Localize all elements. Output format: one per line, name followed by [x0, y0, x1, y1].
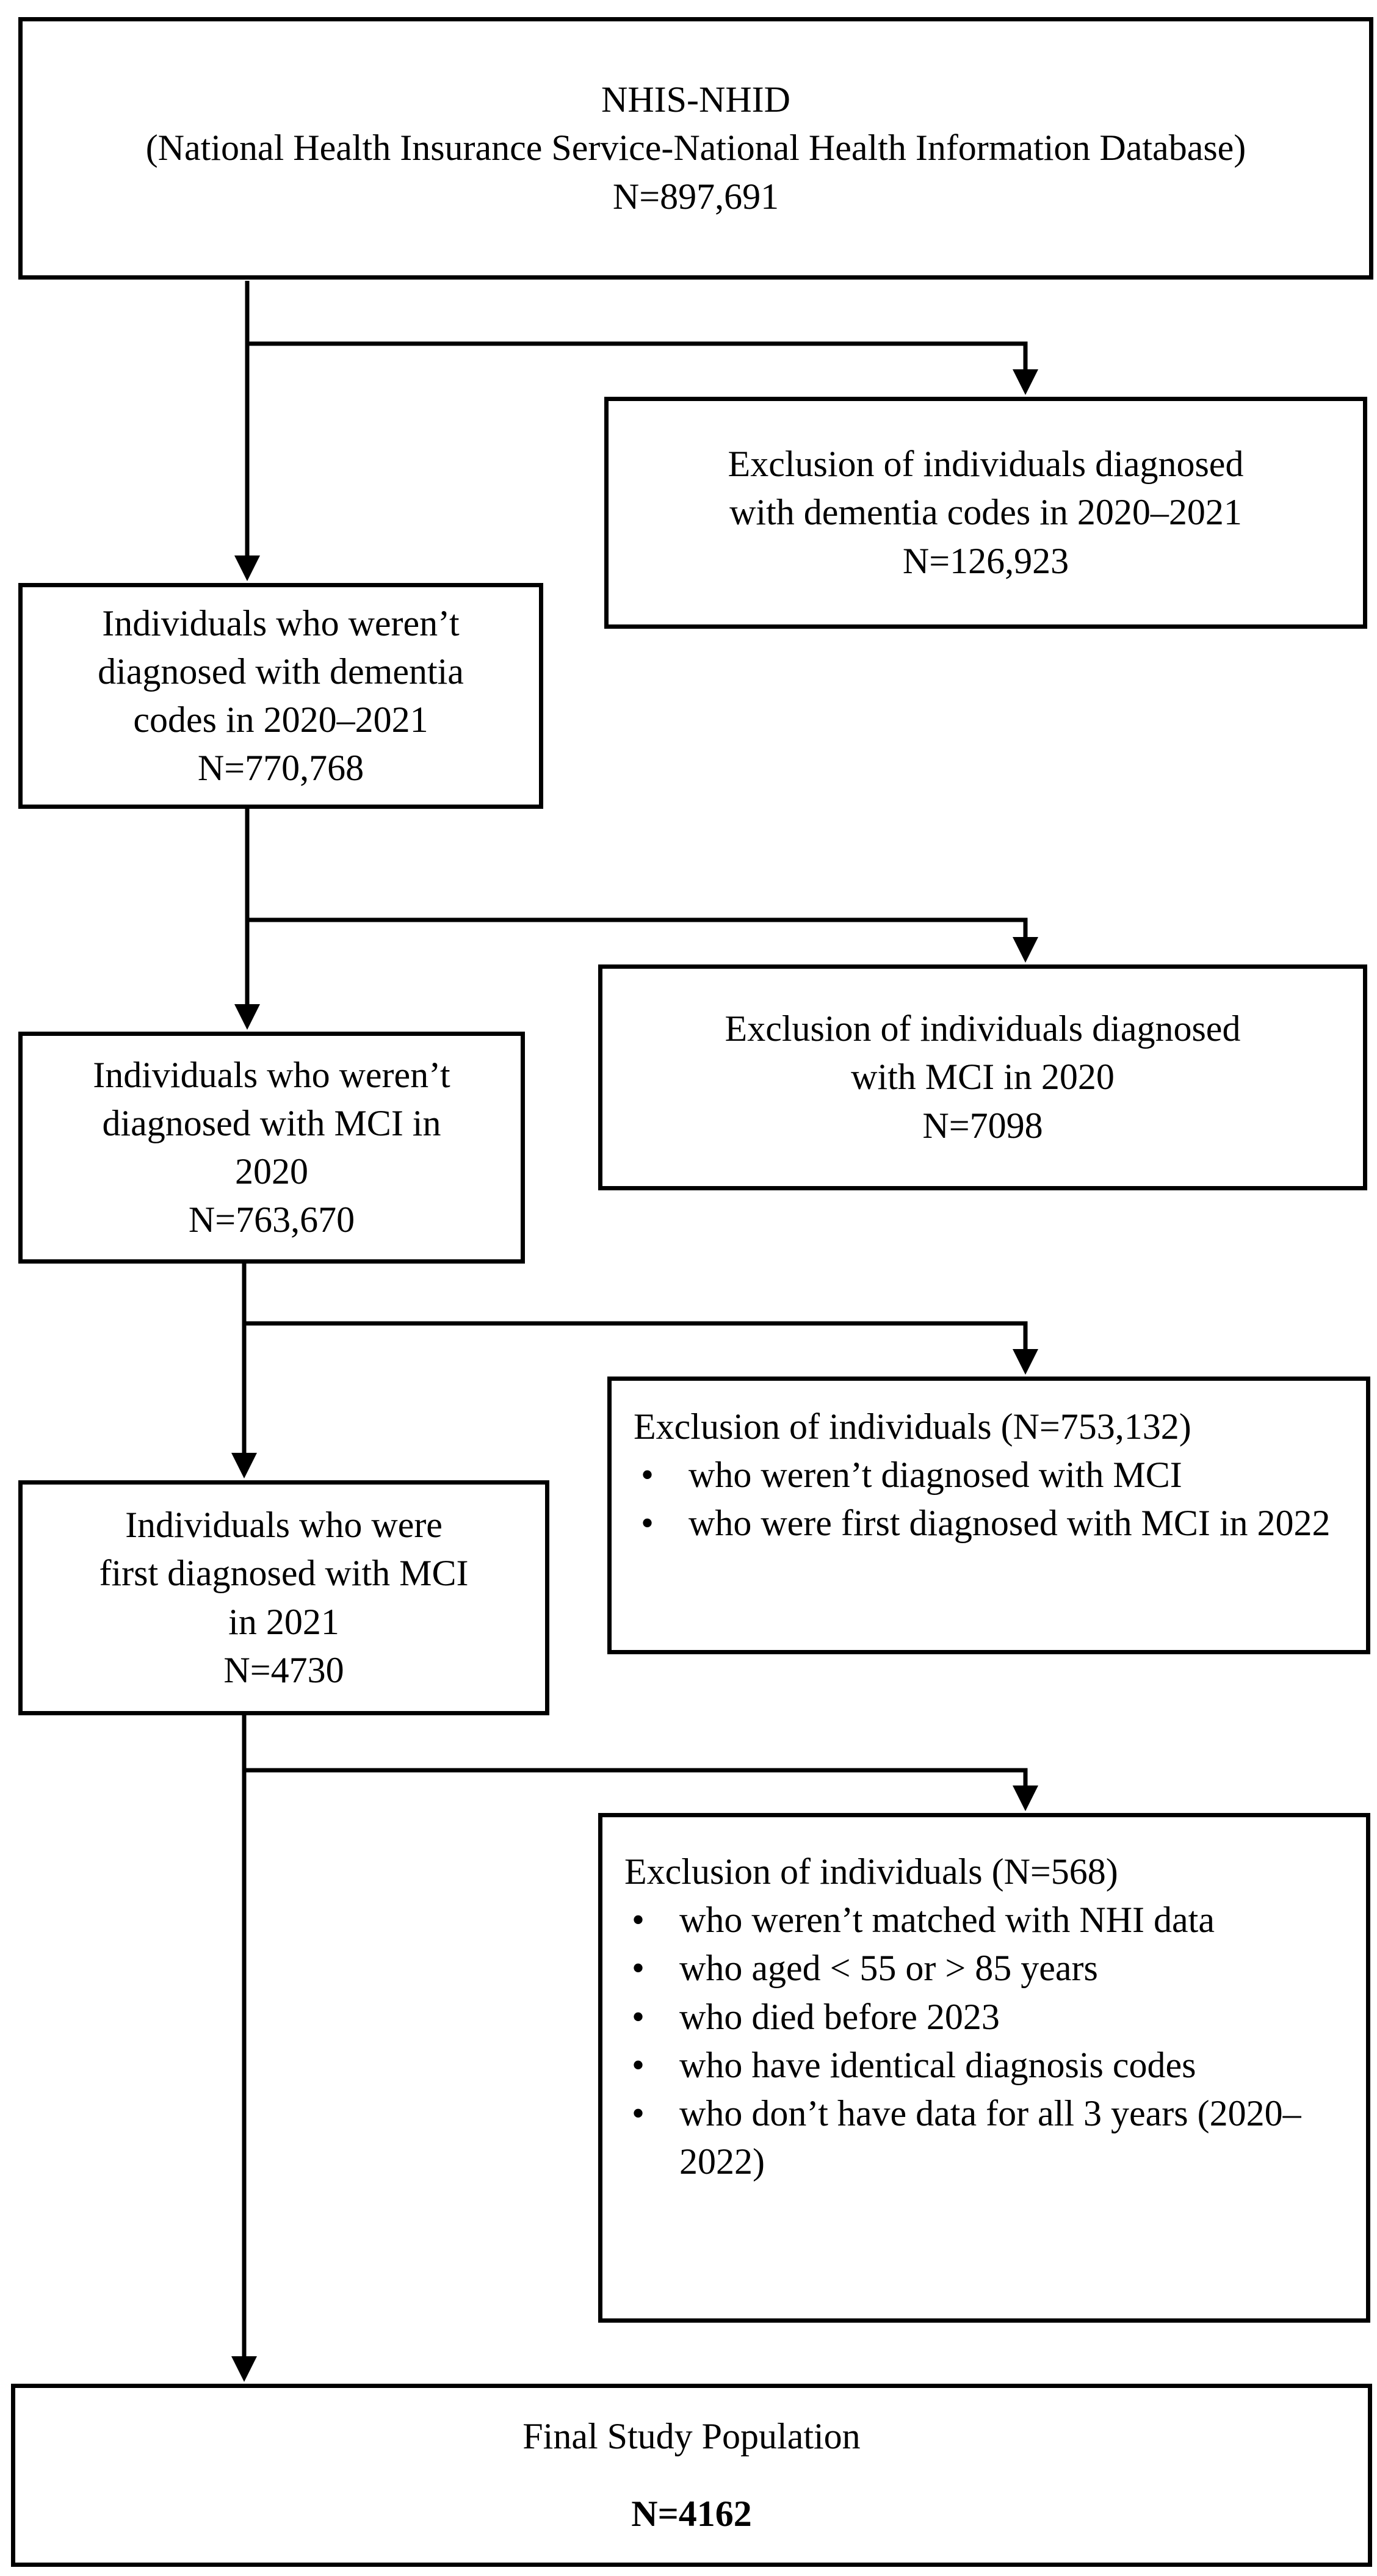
exclusion-box-mci-2020: Exclusion of individuals diagnosed with …	[598, 964, 1367, 1190]
step-line: Individuals who were	[125, 1505, 443, 1546]
step-box-no-dementia: Individuals who weren’t diagnosed with d…	[18, 583, 543, 809]
exclusion-bullet-item: who died before 2023	[624, 1993, 1344, 2041]
exclusion-line: Exclusion of individuals diagnosed	[725, 1008, 1241, 1049]
exclusion-bullet-list: who weren’t matched with NHI data who ag…	[624, 1896, 1344, 2186]
step-line: diagnosed with MCI in	[102, 1102, 441, 1143]
step-count: N=770,768	[197, 748, 364, 789]
step-box-no-mci-2020: Individuals who weren’t diagnosed with M…	[18, 1032, 525, 1264]
exclusion-heading: Exclusion of individuals (N=753,132)	[634, 1406, 1191, 1447]
source-subtitle: (National Health Insurance Service-Natio…	[145, 128, 1246, 168]
step-line: first diagnosed with MCI	[99, 1553, 469, 1594]
exclusion-box-final-criteria: Exclusion of individuals (N=568) who wer…	[598, 1813, 1370, 2323]
step-line: Individuals who weren’t	[102, 602, 460, 643]
source-database-box: NHIS-NHID (National Health Insurance Ser…	[18, 17, 1373, 280]
exclusion-bullet-item: who were first diagnosed with MCI in 202…	[634, 1499, 1344, 1547]
exclusion-bullet-item: who aged < 55 or > 85 years	[624, 1944, 1344, 1992]
step-line: diagnosed with dementia	[98, 651, 464, 692]
branch-arrow-4	[244, 1768, 1038, 1811]
exclusion-bullet-item: who have identical diagnosis codes	[624, 2041, 1344, 2089]
step-line: codes in 2020–2021	[133, 700, 428, 740]
exclusion-line: with dementia codes in 2020–2021	[729, 492, 1242, 533]
exclusion-bullet-item: who weren’t diagnosed with MCI	[634, 1451, 1344, 1499]
branch-arrow-2	[247, 917, 1038, 963]
step-line: Individuals who weren’t	[93, 1054, 450, 1095]
final-population-box: Final Study Population N=4162	[11, 2384, 1372, 2567]
exclusion-count: N=7098	[922, 1105, 1043, 1146]
step-count: N=4730	[223, 1649, 344, 1690]
exclusion-bullet-list: who weren’t diagnosed with MCI who were …	[634, 1451, 1344, 1548]
branch-arrow-1	[247, 341, 1038, 395]
source-count: N=897,691	[612, 176, 779, 217]
exclusion-heading: Exclusion of individuals (N=568)	[624, 1851, 1118, 1892]
exclusion-bullet-item: who weren’t matched with NHI data	[624, 1896, 1344, 1944]
exclusion-count: N=126,923	[902, 540, 1069, 581]
exclusion-line: with MCI in 2020	[851, 1057, 1115, 1098]
step-count: N=763,670	[188, 1199, 355, 1240]
source-title: NHIS-NHID	[601, 79, 790, 120]
final-title: Final Study Population	[522, 2415, 861, 2456]
branch-arrow-3	[244, 1321, 1038, 1375]
exclusion-line: Exclusion of individuals diagnosed	[728, 444, 1244, 485]
step-line: 2020	[235, 1151, 308, 1192]
step-line: in 2021	[228, 1601, 339, 1642]
final-count: N=4162	[631, 2494, 752, 2534]
exclusion-box-mci-criteria: Exclusion of individuals (N=753,132) who…	[607, 1377, 1370, 1654]
exclusion-box-dementia: Exclusion of individuals diagnosed with …	[604, 397, 1367, 629]
exclusion-bullet-item: who don’t have data for all 3 years (202…	[624, 2089, 1344, 2186]
step-box-first-mci-2021: Individuals who were first diagnosed wit…	[18, 1480, 549, 1715]
